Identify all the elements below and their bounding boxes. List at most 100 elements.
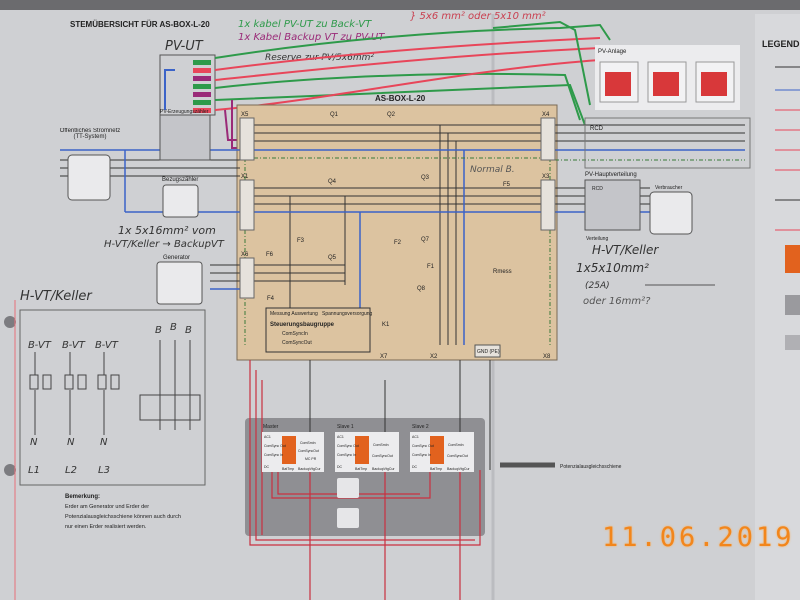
- consumption-meter-label: Bezugszähler: [162, 177, 198, 183]
- svg-text:ComSmIn: ComSmIn: [300, 441, 316, 445]
- note-right-fuse: (25A): [585, 281, 610, 291]
- note-purple-cable: 1x Kabel Backup VT zu PV-UT: [238, 32, 385, 43]
- svg-text:Q1: Q1: [330, 112, 339, 118]
- svg-text:ComSync In: ComSync In: [264, 453, 283, 457]
- remark-line: Potenzialausgleichsschiene können auch d…: [65, 514, 181, 520]
- box-title: AS-BOX-L-20: [375, 94, 426, 103]
- svg-text:ComSync In: ComSync In: [337, 453, 356, 457]
- remark-line: nur einen Erder realisiert werden.: [65, 524, 147, 530]
- inverter-master: Master AC1 ComSync Out ComSync In DC Bat…: [262, 424, 324, 472]
- svg-text:ComSync In: ComSync In: [412, 453, 431, 457]
- pv-plant-label: PV-Anlage: [598, 49, 627, 55]
- svg-text:F4: F4: [267, 296, 275, 302]
- note-hvt-keller-left: H-VT/Keller: [20, 289, 93, 304]
- terminal-labels: X5 X1 X6 X4 X3 X2 X7 X8: [241, 112, 551, 360]
- svg-text:BatTmp: BatTmp: [282, 467, 294, 471]
- grid-label-wrap: Öffentliches Stromnetz (TT-System): [60, 128, 121, 140]
- svg-text:BackupVtgCur: BackupVtgCur: [447, 467, 470, 471]
- remark-title: Bemerkung:: [65, 494, 100, 500]
- legend-title: LEGENDE: [762, 39, 800, 49]
- svg-text:B: B: [155, 325, 162, 336]
- svg-text:AC1: AC1: [264, 435, 271, 439]
- pe-lines: [244, 157, 745, 345]
- potential-bar-label: Potenzialausgleichsschiene: [560, 464, 622, 470]
- svg-text:ComSync Out: ComSync Out: [337, 444, 359, 448]
- rcd-label-top: RCD: [590, 126, 604, 132]
- svg-text:X7: X7: [380, 354, 388, 360]
- note-hvt-keller-right: H-VT/Keller: [592, 243, 659, 257]
- pv-inverters: [599, 61, 735, 103]
- svg-text:ComSyncOut: ComSyncOut: [447, 454, 468, 458]
- note-green-cable: 1x kabel PV-UT zu Back-VT: [238, 19, 372, 30]
- gnd-label: GND (PE): [477, 349, 500, 355]
- gnd-terminal: [474, 344, 501, 358]
- svg-text:ComSmIn: ComSmIn: [373, 443, 389, 447]
- punch-hole: [4, 316, 16, 328]
- svg-text:F2: F2: [394, 240, 402, 246]
- control-board: [265, 307, 371, 353]
- pv-dist-label: PV-Hauptverteilung: [585, 172, 637, 178]
- page-title: STEMÜBERSICHT FÜR AS-BOX-L-20: [70, 20, 210, 29]
- svg-text:Rmess: Rmess: [493, 269, 512, 275]
- background-strip: [0, 0, 800, 10]
- svg-text:Slave 1: Slave 1: [337, 424, 354, 430]
- svg-text:F5: F5: [503, 182, 511, 188]
- svg-text:K1: K1: [382, 322, 390, 328]
- public-grid: [67, 154, 111, 201]
- power-supply-label: Spannungsversorgung: [322, 311, 373, 317]
- consumption-meter: [162, 184, 199, 218]
- hvt-keller-sketch: [19, 309, 206, 486]
- comsync-out-label: ComSyncOut: [282, 340, 312, 346]
- punch-hole: [4, 464, 16, 476]
- inverter-slave-1: Slave 1 AC1 ComSync Out ComSync In DC Ba…: [335, 424, 399, 472]
- hvt-sketch-lines: [29, 340, 201, 435]
- svg-text:X5: X5: [241, 112, 249, 118]
- svg-text:Master: Master: [263, 424, 279, 430]
- hvt-labels: B-VT B-VT B-VT B B B N N N L1 L2 L3: [28, 322, 192, 476]
- svg-text:Q2: Q2: [387, 112, 396, 118]
- consumer-label: Verbraucher: [655, 185, 683, 191]
- svg-text:X3: X3: [542, 174, 550, 180]
- svg-text:DC: DC: [337, 465, 343, 469]
- svg-text:F1: F1: [427, 264, 435, 270]
- svg-text:ComSyncOut: ComSyncOut: [372, 454, 393, 458]
- svg-text:AC1: AC1: [337, 435, 344, 439]
- pv-meter-label: PV-Erzeugungszähler: [160, 109, 209, 115]
- consumer: [649, 191, 693, 235]
- inverter-slave-2: Slave 2 AC1 ComSync Out ComSync In DC Ba…: [410, 424, 474, 472]
- control-title: Steuerungsbaugruppe: [270, 322, 335, 328]
- svg-text:L3: L3: [98, 465, 110, 476]
- svg-text:ComSync Out: ComSync Out: [264, 444, 286, 448]
- battery-modules: [337, 508, 359, 528]
- note-pv-ut: PV-UT: [165, 39, 204, 54]
- pv-meter: [159, 114, 211, 161]
- comsync-in-label: ComSyncIn: [282, 331, 308, 337]
- pv-ut-terminals: [193, 60, 211, 113]
- svg-text:L2: L2: [65, 465, 77, 476]
- svg-text:Q4: Q4: [328, 179, 337, 185]
- legend-items: [775, 66, 800, 350]
- date-stamp: 11.06.2019: [602, 522, 795, 553]
- terminal-blocks: [239, 117, 556, 299]
- note-feed-cable-2: H-VT/Keller → BackupVT: [104, 239, 225, 250]
- svg-text:X8: X8: [543, 354, 551, 360]
- svg-text:B-VT: B-VT: [28, 340, 52, 351]
- component-labels: Q1 Q2 Q3 Q4 Q5 Q7 Q8 F1 F2 F3 F4 F5 F6 K…: [266, 112, 512, 328]
- svg-text:BackupVtgCur: BackupVtgCur: [298, 467, 321, 471]
- svg-text:BatTmp: BatTmp: [355, 467, 367, 471]
- generator-label: Generator: [163, 255, 190, 261]
- svg-text:N: N: [30, 437, 38, 448]
- svg-text:X2: X2: [430, 354, 438, 360]
- distribution-label: Verteilung: [586, 236, 608, 242]
- note-right-alt: oder 16mm²?: [583, 296, 651, 307]
- svg-text:BatTmp: BatTmp: [430, 467, 442, 471]
- svg-text:ComSync Out: ComSync Out: [412, 444, 434, 448]
- note-feed-cable: 1x 5x16mm² vom: [118, 224, 216, 237]
- svg-text:MC PR: MC PR: [305, 457, 317, 461]
- generator: [156, 261, 203, 305]
- svg-text:B-VT: B-VT: [62, 340, 86, 351]
- battery-rack: [337, 478, 359, 498]
- remark-line: Erder am Generator und Erder der: [65, 504, 149, 510]
- svg-text:AC1: AC1: [412, 435, 419, 439]
